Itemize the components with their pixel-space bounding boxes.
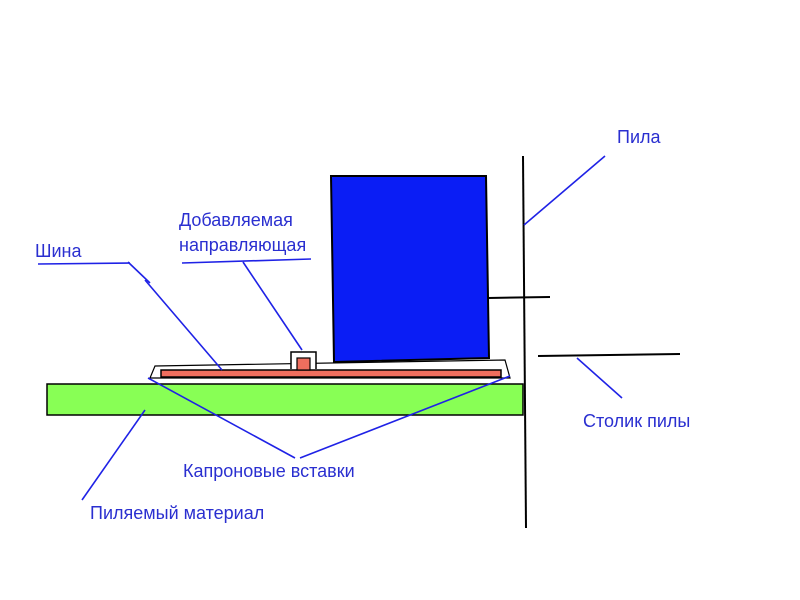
saw-table-line <box>537 353 681 357</box>
label-nylon-inserts: Капроновые вставки <box>183 461 355 481</box>
leader-rail <box>144 279 223 371</box>
saw-carriage-block <box>329 175 491 364</box>
leader-rail-tick <box>127 261 151 284</box>
saw-blade-line <box>522 155 527 529</box>
leader-saw-table <box>576 357 623 399</box>
rail-strip <box>160 369 502 378</box>
label-guide-line2: направляющая <box>179 235 307 255</box>
leader-guide-underline <box>181 258 312 264</box>
label-saw: Пила <box>617 127 661 147</box>
leader-saw <box>523 155 606 226</box>
guide-insert <box>296 357 311 371</box>
label-saw-table: Столик пилы <box>583 411 691 431</box>
blade-stub-line <box>487 296 551 299</box>
leader-insert-right <box>299 375 511 459</box>
leader-insert-left <box>147 377 296 459</box>
label-guide-line1: Добавляемая <box>179 210 293 230</box>
label-workpiece: Пиляемый материал <box>90 503 265 523</box>
workpiece-board <box>46 383 524 416</box>
leader-workpiece <box>81 409 146 501</box>
label-rail: Шина <box>35 241 82 261</box>
leader-rail-underline <box>37 262 131 265</box>
leader-guide <box>242 261 303 351</box>
